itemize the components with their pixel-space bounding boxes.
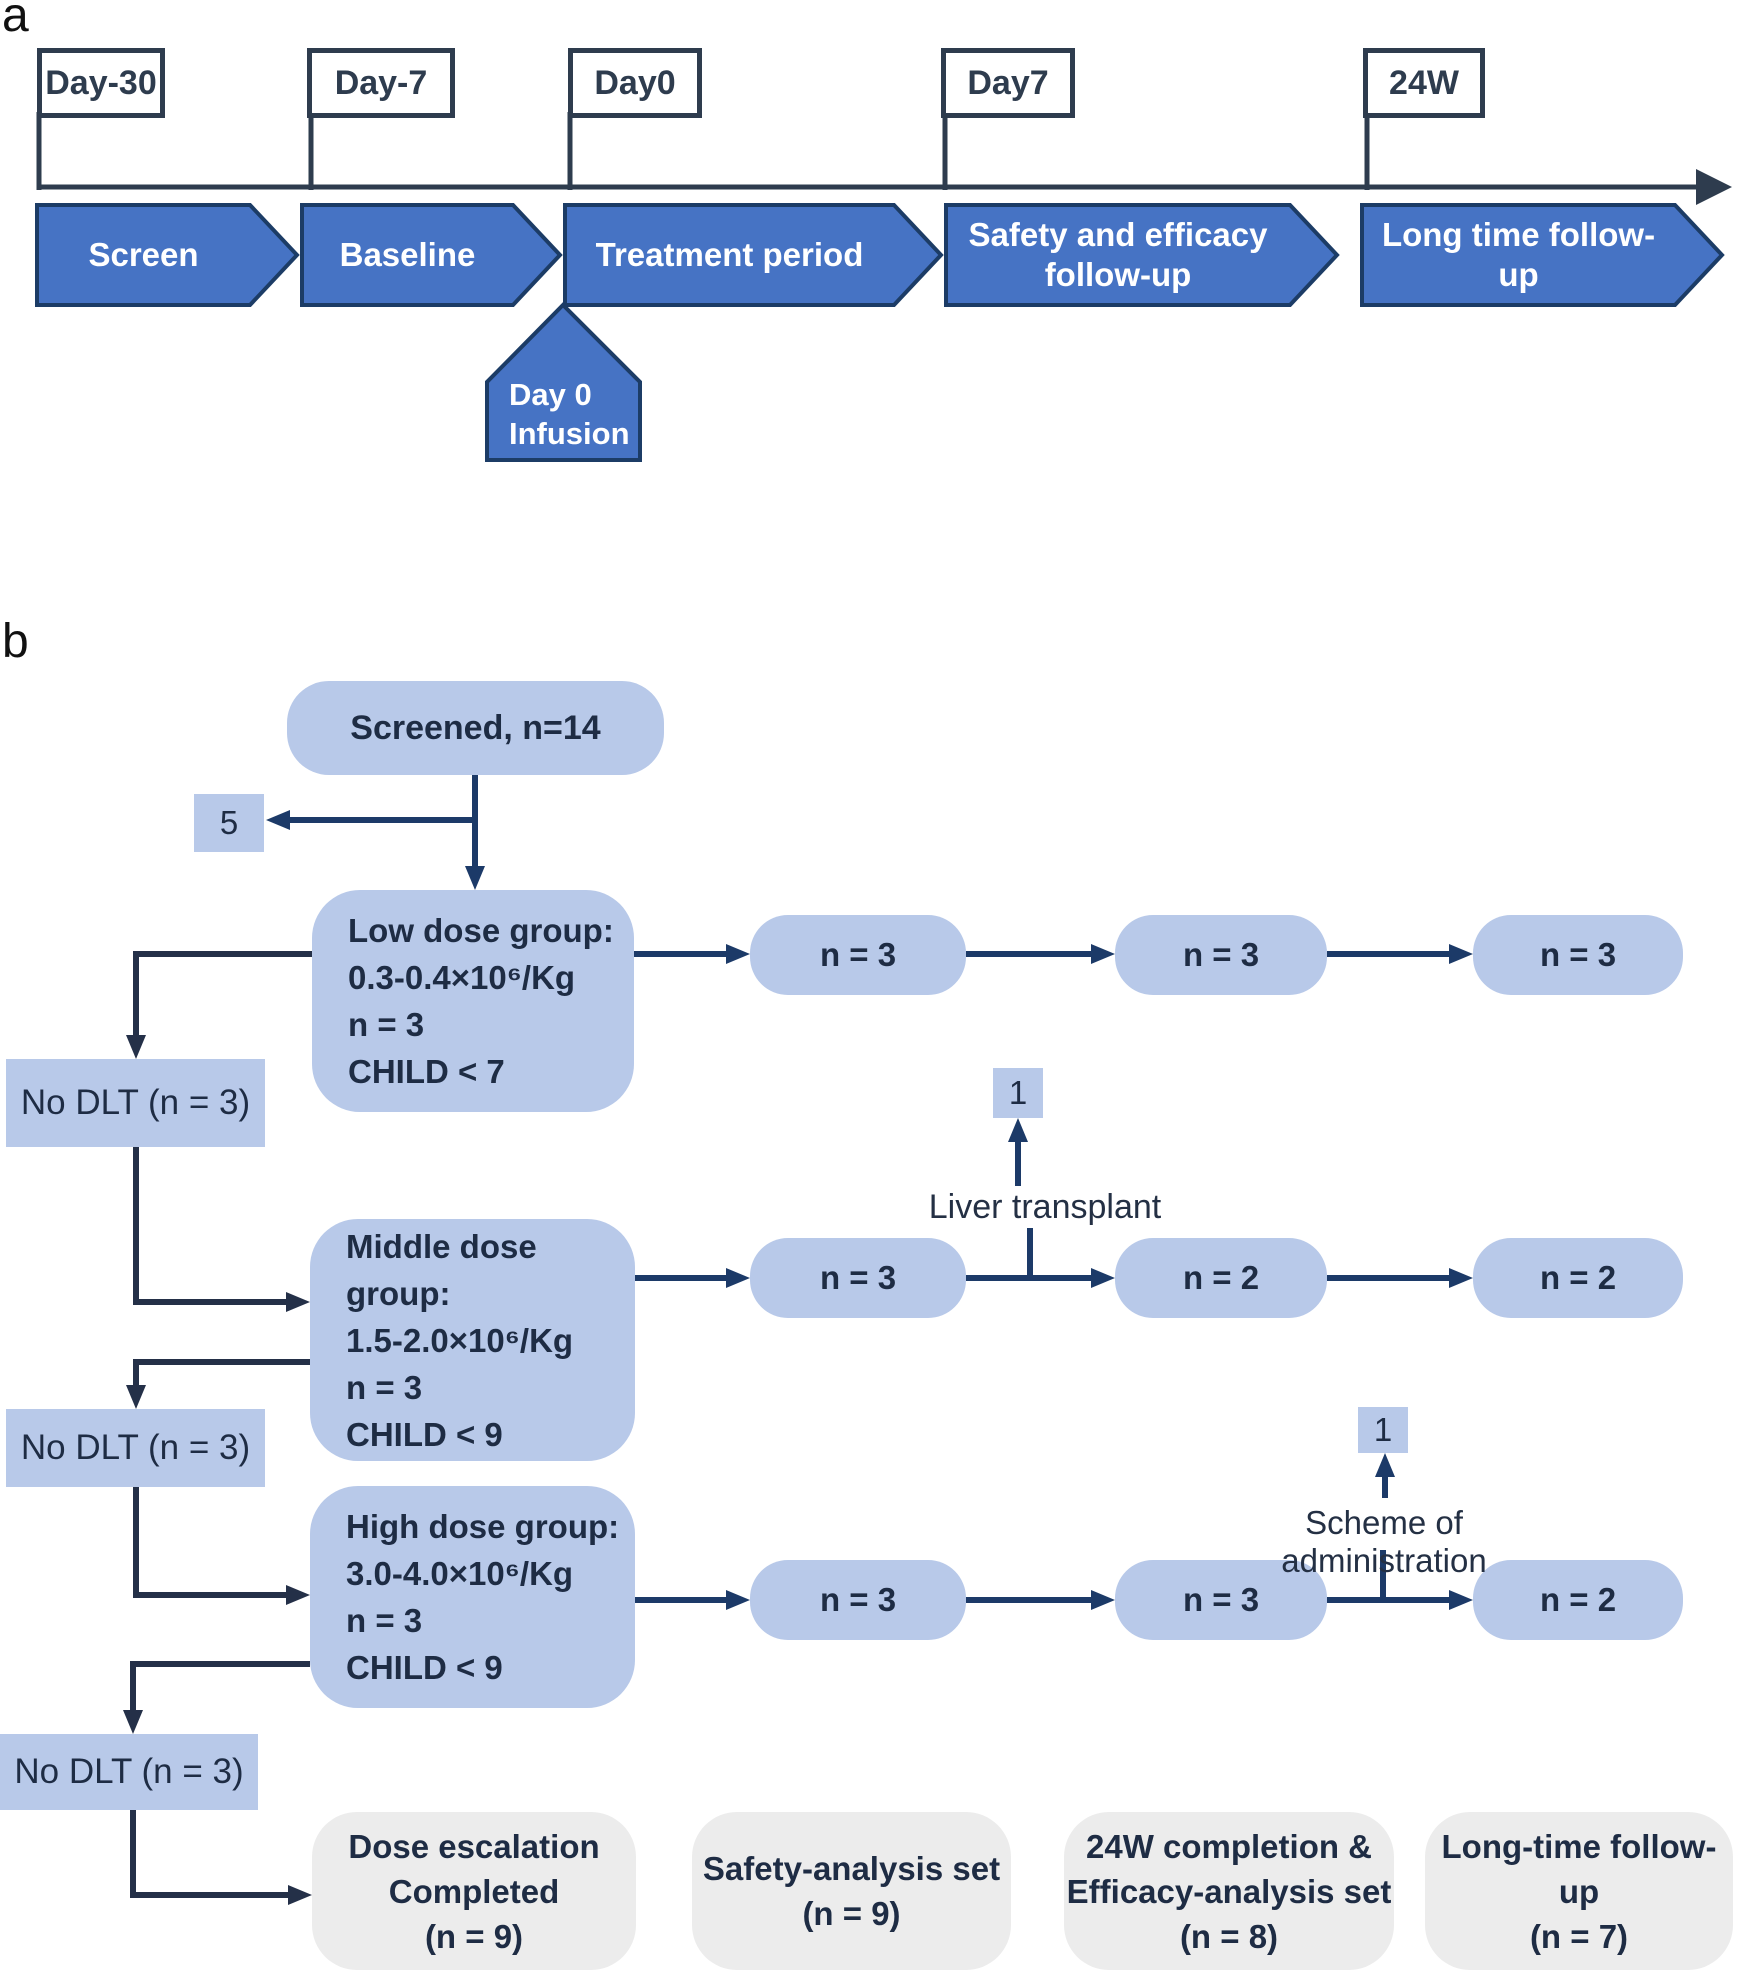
- row2-cell-1: n = 3: [750, 1238, 966, 1318]
- flag-day7: Day7: [941, 48, 1075, 118]
- row3-cell-3: n = 2: [1473, 1560, 1683, 1640]
- infusion-callout-label: Day 0 Infusion: [509, 377, 630, 451]
- panel-b-letter: b: [2, 615, 29, 668]
- screened-box: Screened, n=14: [287, 681, 664, 775]
- high-dose-group-box: High dose group: 3.0-4.0×10⁶/Kg n = 3 CH…: [310, 1486, 635, 1708]
- row1-cell-3: n = 3: [1473, 915, 1683, 995]
- outcome-long-followup-box: Long-time follow-up (n = 7): [1425, 1812, 1733, 1970]
- middle-dose-group-box: Middle dose group: 1.5-2.0×10⁶/Kg n = 3 …: [310, 1219, 635, 1461]
- flag-day-30: Day-30: [37, 48, 165, 118]
- row1-cell-2: n = 3: [1115, 915, 1327, 995]
- dropout-label-scheme: Scheme of administration: [1281, 1504, 1487, 1579]
- arrow-nodlt2-to-high: [133, 1487, 310, 1605]
- outcome-24w-efficacy-box: 24W completion & Efficacy-analysis set (…: [1064, 1812, 1394, 1970]
- low-dose-group-box: Low dose group: 0.3-0.4×10⁶/Kg n = 3 CHI…: [312, 890, 634, 1112]
- no-dlt-box-1: No DLT (n = 3): [6, 1059, 265, 1147]
- row3-cell-1: n = 3: [750, 1560, 966, 1640]
- arrow-high-to-nodlt3: [123, 1661, 310, 1734]
- arrow-nodlt1-to-middle: [133, 1147, 310, 1312]
- phase-label-baseline: Baseline: [339, 236, 476, 273]
- flag-24w: 24W: [1363, 48, 1485, 118]
- arrow-middle-to-nodlt2: [126, 1359, 310, 1409]
- excluded-count-box: 5: [194, 794, 264, 852]
- phase-label-safety: Safety and efficacy follow-up: [968, 216, 1268, 293]
- arrow-low-to-nodlt1: [126, 951, 312, 1059]
- dropout-count-box-liver: 1: [993, 1068, 1043, 1118]
- dropout-label-liver: Liver transplant: [928, 1188, 1162, 1226]
- phase-label-long-followup: Long time follow- up: [1381, 216, 1656, 293]
- phase-label-screen: Screen: [88, 236, 199, 273]
- row2-cell-2: n = 2: [1115, 1238, 1327, 1318]
- timeline-arrowhead-icon: [1696, 169, 1732, 205]
- dropout-count-box-scheme: 1: [1358, 1407, 1408, 1453]
- phase-label-treatment: Treatment period: [595, 236, 864, 273]
- row1-cell-1: n = 3: [750, 915, 966, 995]
- panel-a-letter: a: [2, 0, 29, 42]
- no-dlt-box-3: No DLT (n = 3): [0, 1734, 258, 1810]
- phase-shape-baseline: [300, 203, 563, 307]
- phase-shape-screen: [35, 203, 300, 307]
- row2-cell-3: n = 2: [1473, 1238, 1683, 1318]
- outcome-dose-escalation-box: Dose escalation Completed (n = 9): [312, 1812, 636, 1970]
- phase-shape-safety: [944, 203, 1340, 307]
- arrow-nodlt3-to-complete: [130, 1810, 312, 1905]
- infusion-callout-shape: [485, 302, 642, 462]
- timeline-graphics: [35, 112, 1732, 462]
- flag-day0: Day0: [568, 48, 702, 118]
- no-dlt-box-2: No DLT (n = 3): [6, 1409, 265, 1487]
- outcome-safety-set-box: Safety-analysis set (n = 9): [692, 1812, 1011, 1970]
- flag-day-7: Day-7: [307, 48, 455, 118]
- row3-cell-2: n = 3: [1115, 1560, 1327, 1640]
- phase-shape-treatment: [563, 203, 944, 307]
- phase-shape-long-followup: [1360, 203, 1725, 307]
